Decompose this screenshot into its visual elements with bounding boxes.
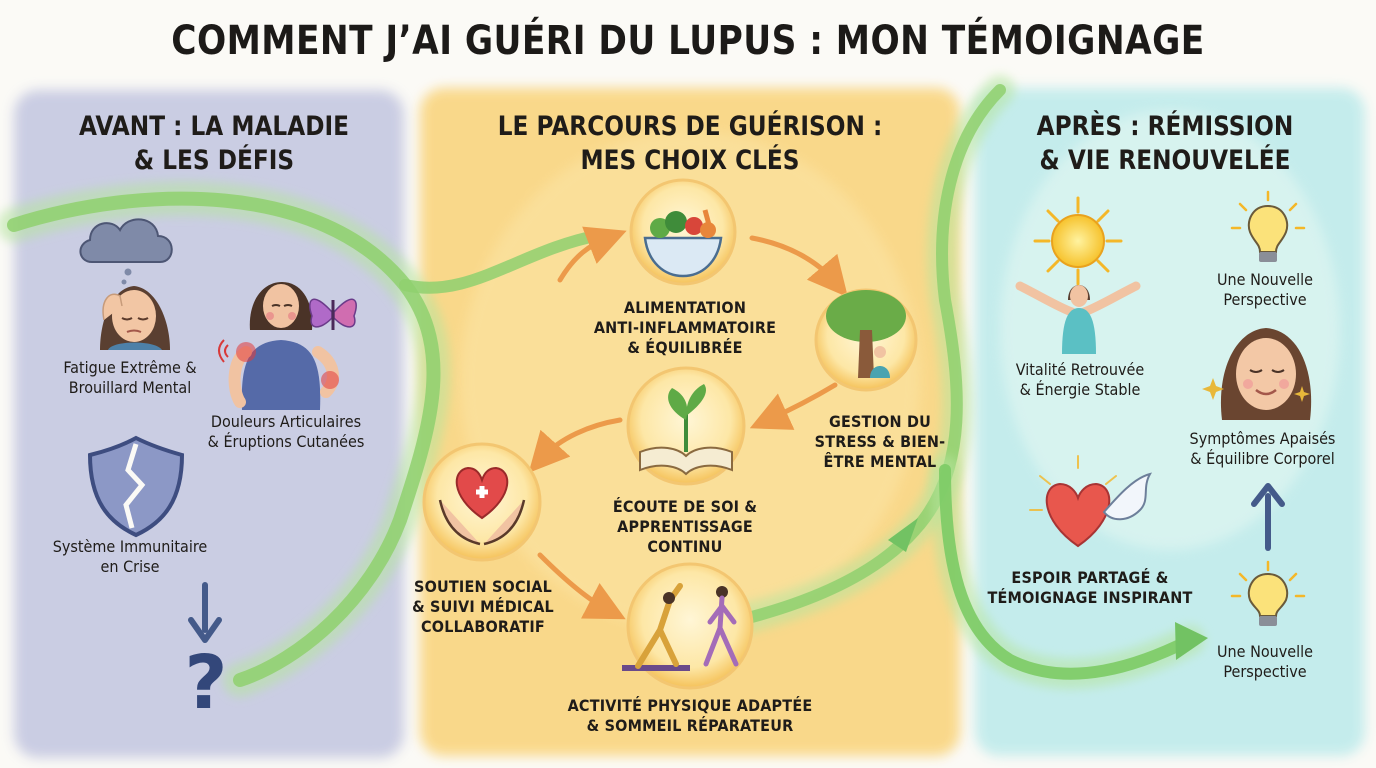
lightbulb-icon	[1230, 190, 1306, 262]
activity-label: ACTIVITÉ PHYSIQUE ADAPTÉE & SOMMEIL RÉPA…	[567, 696, 813, 735]
vitality-label: Vitalité Retrouvée & Énergie Stable	[1015, 360, 1145, 399]
heart-hands-icon	[422, 442, 542, 562]
broken-shield-icon	[87, 435, 185, 538]
up-arrow-icon	[1251, 483, 1285, 551]
journey-cycle-arrows	[528, 226, 848, 620]
yoga-walk-icon	[622, 562, 754, 690]
journey-heading: LE PARCOURS DE GUÉRISON : MES CHOIX CLÉS	[497, 111, 883, 176]
hope-label: ESPOIR PARTAGÉ & TÉMOIGNAGE INSPIRANT	[987, 568, 1193, 607]
green-journey-path	[0, 75, 1205, 697]
green-arrowhead-right	[1175, 622, 1208, 660]
smiling-face-icon	[1202, 328, 1312, 420]
cloud-icon	[79, 218, 173, 285]
question-mark: ?	[184, 640, 228, 726]
pain-label: Douleurs Articulaires & Éruptions Cutané…	[207, 412, 365, 451]
salad-bowl-icon	[629, 178, 737, 286]
butterfly-icon	[309, 298, 357, 330]
lightbulb-icon	[1230, 560, 1306, 626]
diet-label: ALIMENTATION ANTI-INFLAMMATOIRE & ÉQUILI…	[593, 298, 777, 357]
page-title: COMMENT J’AI GUÉRI DU LUPUS : MON TÉMOIG…	[171, 18, 1205, 64]
symptoms-label: Symptômes Apaisés & Équilibre Corporel	[1189, 429, 1336, 468]
perspective-bottom-label: Une Nouvelle Perspective	[1216, 642, 1314, 681]
heart-dove-icon	[1029, 455, 1153, 548]
joint-pain-person-icon	[218, 282, 339, 410]
down-arrow-icon	[188, 582, 222, 643]
immune-label: Système Immunitaire en Crise	[52, 537, 208, 576]
after-heading: APRÈS : RÉMISSION & VIE RENOUVELÉE	[1036, 111, 1294, 176]
learning-label: ÉCOUTE DE SOI & APPRENTISSAGE CONTINU	[612, 497, 758, 556]
tired-person-icon	[100, 286, 170, 350]
meditation-tree-icon	[814, 288, 918, 392]
open-arms-person-icon	[1015, 281, 1141, 354]
sun-icon	[1033, 196, 1123, 286]
green-arrowhead-middle	[888, 518, 918, 552]
stress-label: GESTION DU STRESS & BIEN- ÊTRE MENTAL	[814, 412, 946, 471]
perspective-top-label: Une Nouvelle Perspective	[1216, 270, 1314, 309]
before-heading: AVANT : LA MALADIE & LES DÉFIS	[79, 111, 349, 176]
fatigue-label: Fatigue Extrême & Brouillard Mental	[63, 358, 197, 397]
support-label: SOUTIEN SOCIAL & SUIVI MÉDICAL COLLABORA…	[412, 577, 554, 636]
plant-book-icon	[626, 366, 746, 486]
